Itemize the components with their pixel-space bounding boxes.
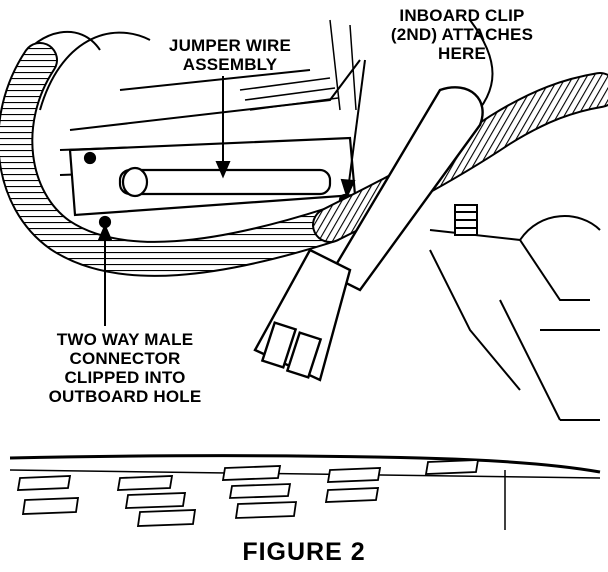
label-line: JUMPER WIRE [168,36,292,55]
inboard-clip-label: INBOARD CLIP (2ND) ATTACHES HERE [362,6,562,63]
jumper-wire-assembly [68,136,357,229]
label-line: OUTBOARD HOLE [48,387,202,406]
label-line: ASSEMBLY [182,55,278,74]
stud-bolt [454,204,478,236]
jumper-wire-assembly-label: JUMPER WIRE ASSEMBLY [150,36,310,74]
lower-panel [9,454,601,530]
leader-lines [97,59,366,326]
label-line: CONNECTOR [69,349,181,368]
two-way-connector-lead [253,86,484,382]
label-line: CLIPPED INTO [64,368,186,387]
two-way-connector-label: TWO WAY MALE CONNECTOR CLIPPED INTO OUTB… [30,330,220,406]
label-line: TWO WAY MALE [56,330,194,349]
label-line: INBOARD CLIP [399,6,525,25]
figure-caption: FIGURE 2 [242,538,366,566]
label-line: HERE [437,44,487,63]
label-line: (2ND) ATTACHES [390,25,534,44]
panel-slots [16,459,480,527]
